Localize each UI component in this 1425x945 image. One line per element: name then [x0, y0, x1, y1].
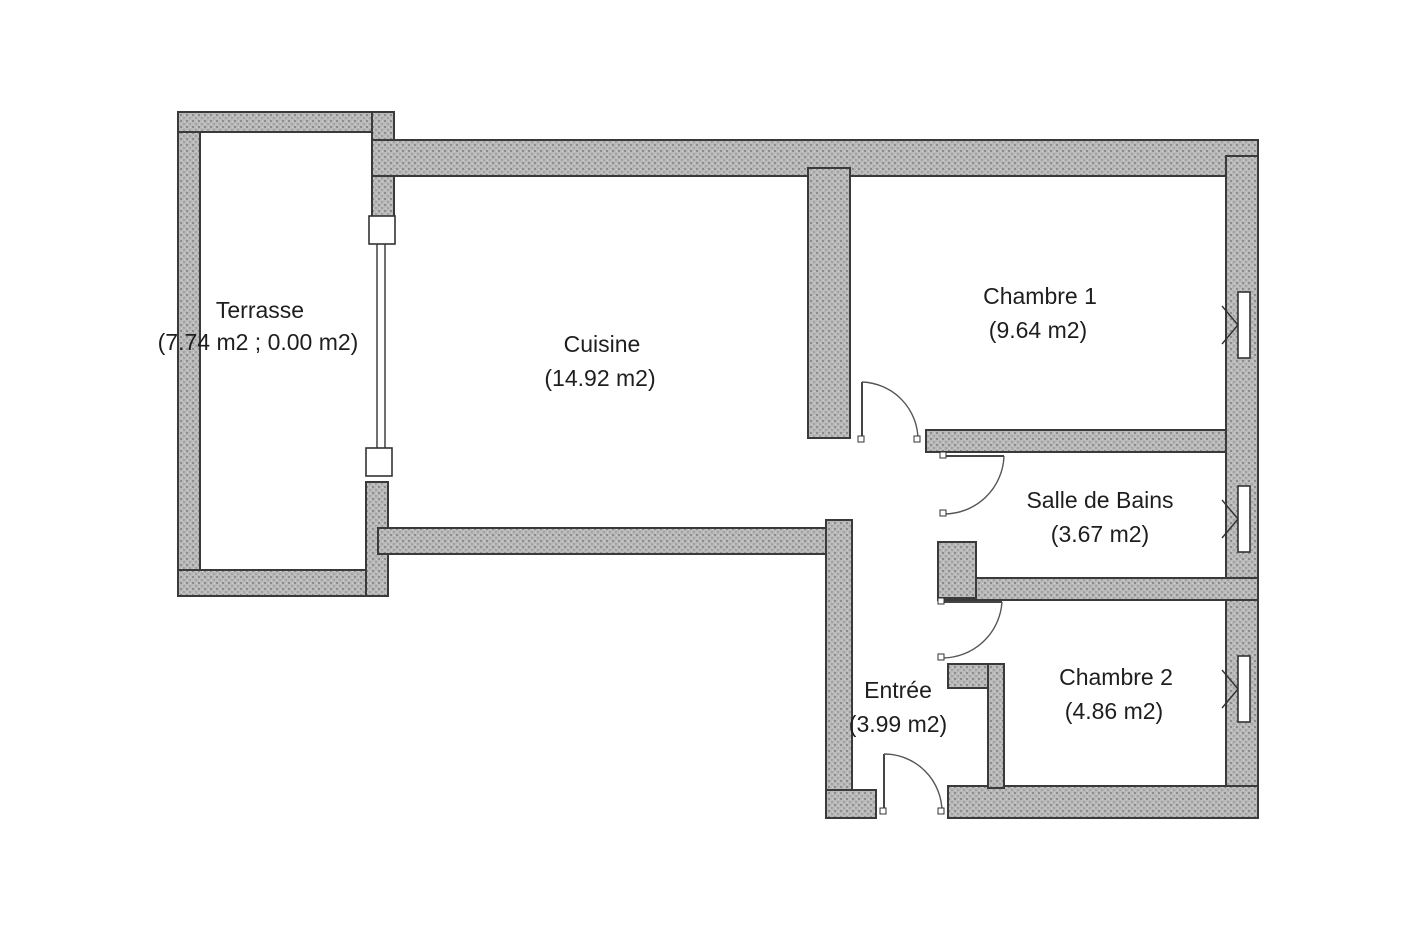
bay-post-top	[368, 215, 396, 245]
bay-window	[365, 215, 396, 477]
door-entree	[879, 753, 945, 815]
sdb-wall-bottom	[937, 577, 1259, 601]
room-labels: Terrasse (7.74 m2 ; 0.00 m2) Cuisine (14…	[158, 283, 1174, 737]
window-chambre2	[1221, 655, 1251, 723]
bay-post-bottom	[365, 447, 393, 477]
cuisine-wall-bottom	[377, 527, 853, 555]
sdb-area: (3.67 m2)	[1051, 521, 1149, 547]
window-chambre1	[1221, 291, 1251, 359]
door-chambre2	[937, 597, 1003, 661]
cuisine-entree-wall	[807, 167, 851, 439]
cuisine-name: Cuisine	[564, 331, 641, 357]
door-sdb	[939, 451, 1005, 517]
terrasse-name: Terrasse	[216, 297, 304, 323]
right-windows	[1221, 291, 1251, 723]
entree-wall-bottom-right	[947, 785, 1259, 819]
chambre1-name: Chambre 1	[983, 283, 1097, 309]
chambre2-wall-left-vertical	[987, 663, 1005, 789]
sdb-name: Salle de Bains	[1026, 487, 1173, 513]
entree-area: (3.99 m2)	[849, 711, 947, 737]
chambre1-wall-bottom	[925, 429, 1259, 453]
terrasse-wall-top	[177, 111, 395, 133]
terrasse-wall-bottom	[177, 569, 387, 597]
window-sdb	[1221, 485, 1251, 553]
door-chambre1	[857, 381, 921, 443]
sdb-wall-left-stub	[937, 541, 977, 599]
entree-wall-bottom-left	[825, 789, 877, 819]
walls	[177, 111, 1259, 819]
entree-wall-left	[825, 519, 853, 819]
doors	[857, 381, 1005, 815]
chambre2-area: (4.86 m2)	[1065, 698, 1163, 724]
chambre1-area: (9.64 m2)	[989, 317, 1087, 343]
terrasse-area: (7.74 m2 ; 0.00 m2)	[158, 329, 359, 355]
cuisine-area: (14.92 m2)	[544, 365, 655, 391]
chambre2-name: Chambre 2	[1059, 664, 1173, 690]
entree-name: Entrée	[864, 677, 932, 703]
